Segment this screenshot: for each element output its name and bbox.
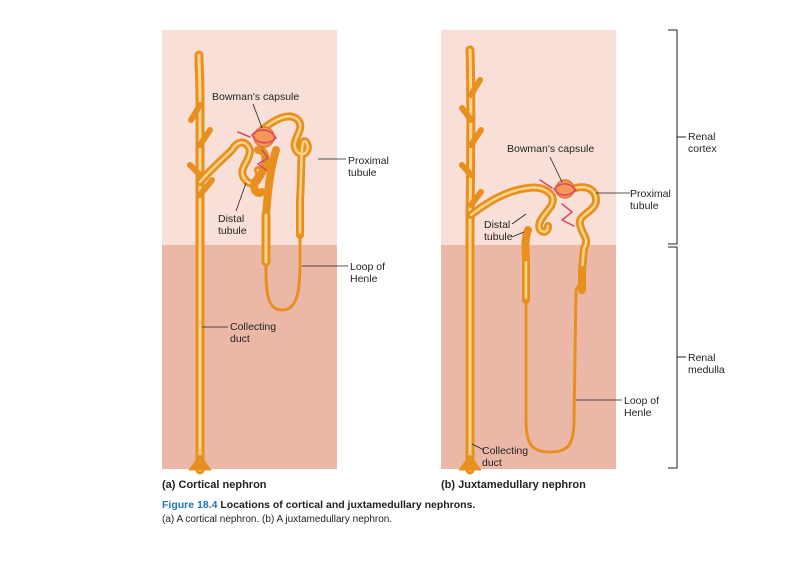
panel-a-medulla-region — [162, 245, 337, 469]
juxtamedullary-nephron — [458, 45, 600, 475]
label-a-proximal-1: Proximal — [348, 155, 389, 167]
label-a-bowmans-capsule: Bowman's capsule — [212, 91, 299, 103]
leader-b-distal-1 — [511, 213, 527, 225]
label-b-loop-1: Loop of — [624, 395, 659, 407]
label-a-distal-2: tubule — [218, 225, 247, 237]
label-b-proximal-2: tubule — [630, 200, 659, 212]
label-renal-medulla-2: medulla — [688, 364, 725, 376]
leader-b-distal-2 — [511, 231, 525, 238]
label-renal-cortex-2: cortex — [688, 143, 717, 155]
cortex-bracket — [668, 29, 678, 245]
collecting-duct-a — [187, 50, 215, 475]
bowmans-capsule-b — [539, 179, 577, 227]
panel-b-title: (b) Juxtamedullary nephron — [441, 479, 586, 491]
cortical-nephron — [187, 50, 312, 475]
leader-a-distal — [235, 182, 247, 212]
leader-b-bowmans-capsule — [549, 156, 563, 183]
label-a-collecting-1: Collecting — [230, 321, 276, 333]
panel-a-title: (a) Cortical nephron — [162, 479, 267, 491]
label-a-distal-1: Distal — [218, 213, 244, 225]
label-a-loop-2: Henle — [350, 273, 378, 285]
label-a-proximal-2: tubule — [348, 167, 377, 179]
collecting-duct-b — [458, 45, 484, 475]
medulla-bracket — [668, 246, 678, 469]
label-renal-cortex-1: Renal — [688, 131, 715, 143]
label-b-collecting-2: duct — [482, 457, 502, 469]
label-b-loop-2: Henle — [624, 407, 652, 419]
region-brackets — [668, 29, 686, 469]
proximal-tubule-b — [566, 183, 600, 274]
label-b-distal-1: Distal — [484, 219, 510, 231]
label-renal-medulla-1: Renal — [688, 352, 715, 364]
leader-a-bowmans-capsule — [252, 103, 263, 129]
panel-a-labels: Bowman's capsule Proximal tubule Distal … — [162, 91, 389, 491]
label-b-proximal-1: Proximal — [630, 188, 671, 200]
label-b-bowmans-capsule: Bowman's capsule — [507, 143, 594, 155]
panel-b-labels: Bowman's capsule Proximal tubule Distal … — [441, 143, 671, 491]
label-b-distal-2: tubule — [484, 231, 513, 243]
figure-title: Locations of cortical and juxtamedullary… — [220, 499, 476, 511]
panel-a-background — [162, 30, 337, 469]
bowmans-capsule-a — [237, 126, 277, 171]
loop-of-henle-b — [522, 258, 586, 454]
label-b-collecting-1: Collecting — [482, 445, 528, 457]
loop-of-henle-a — [261, 203, 302, 312]
label-a-collecting-2: duct — [230, 333, 250, 345]
leader-b-collecting — [471, 443, 485, 451]
label-a-loop-1: Loop of — [350, 261, 385, 273]
figure-caption-description: (a) A cortical nephron. (b) A juxtamedul… — [162, 514, 393, 525]
figure-caption-title: Figure 18.4 Locations of cortical and ju… — [162, 499, 475, 511]
figure-number: Figure 18.4 — [162, 499, 218, 511]
